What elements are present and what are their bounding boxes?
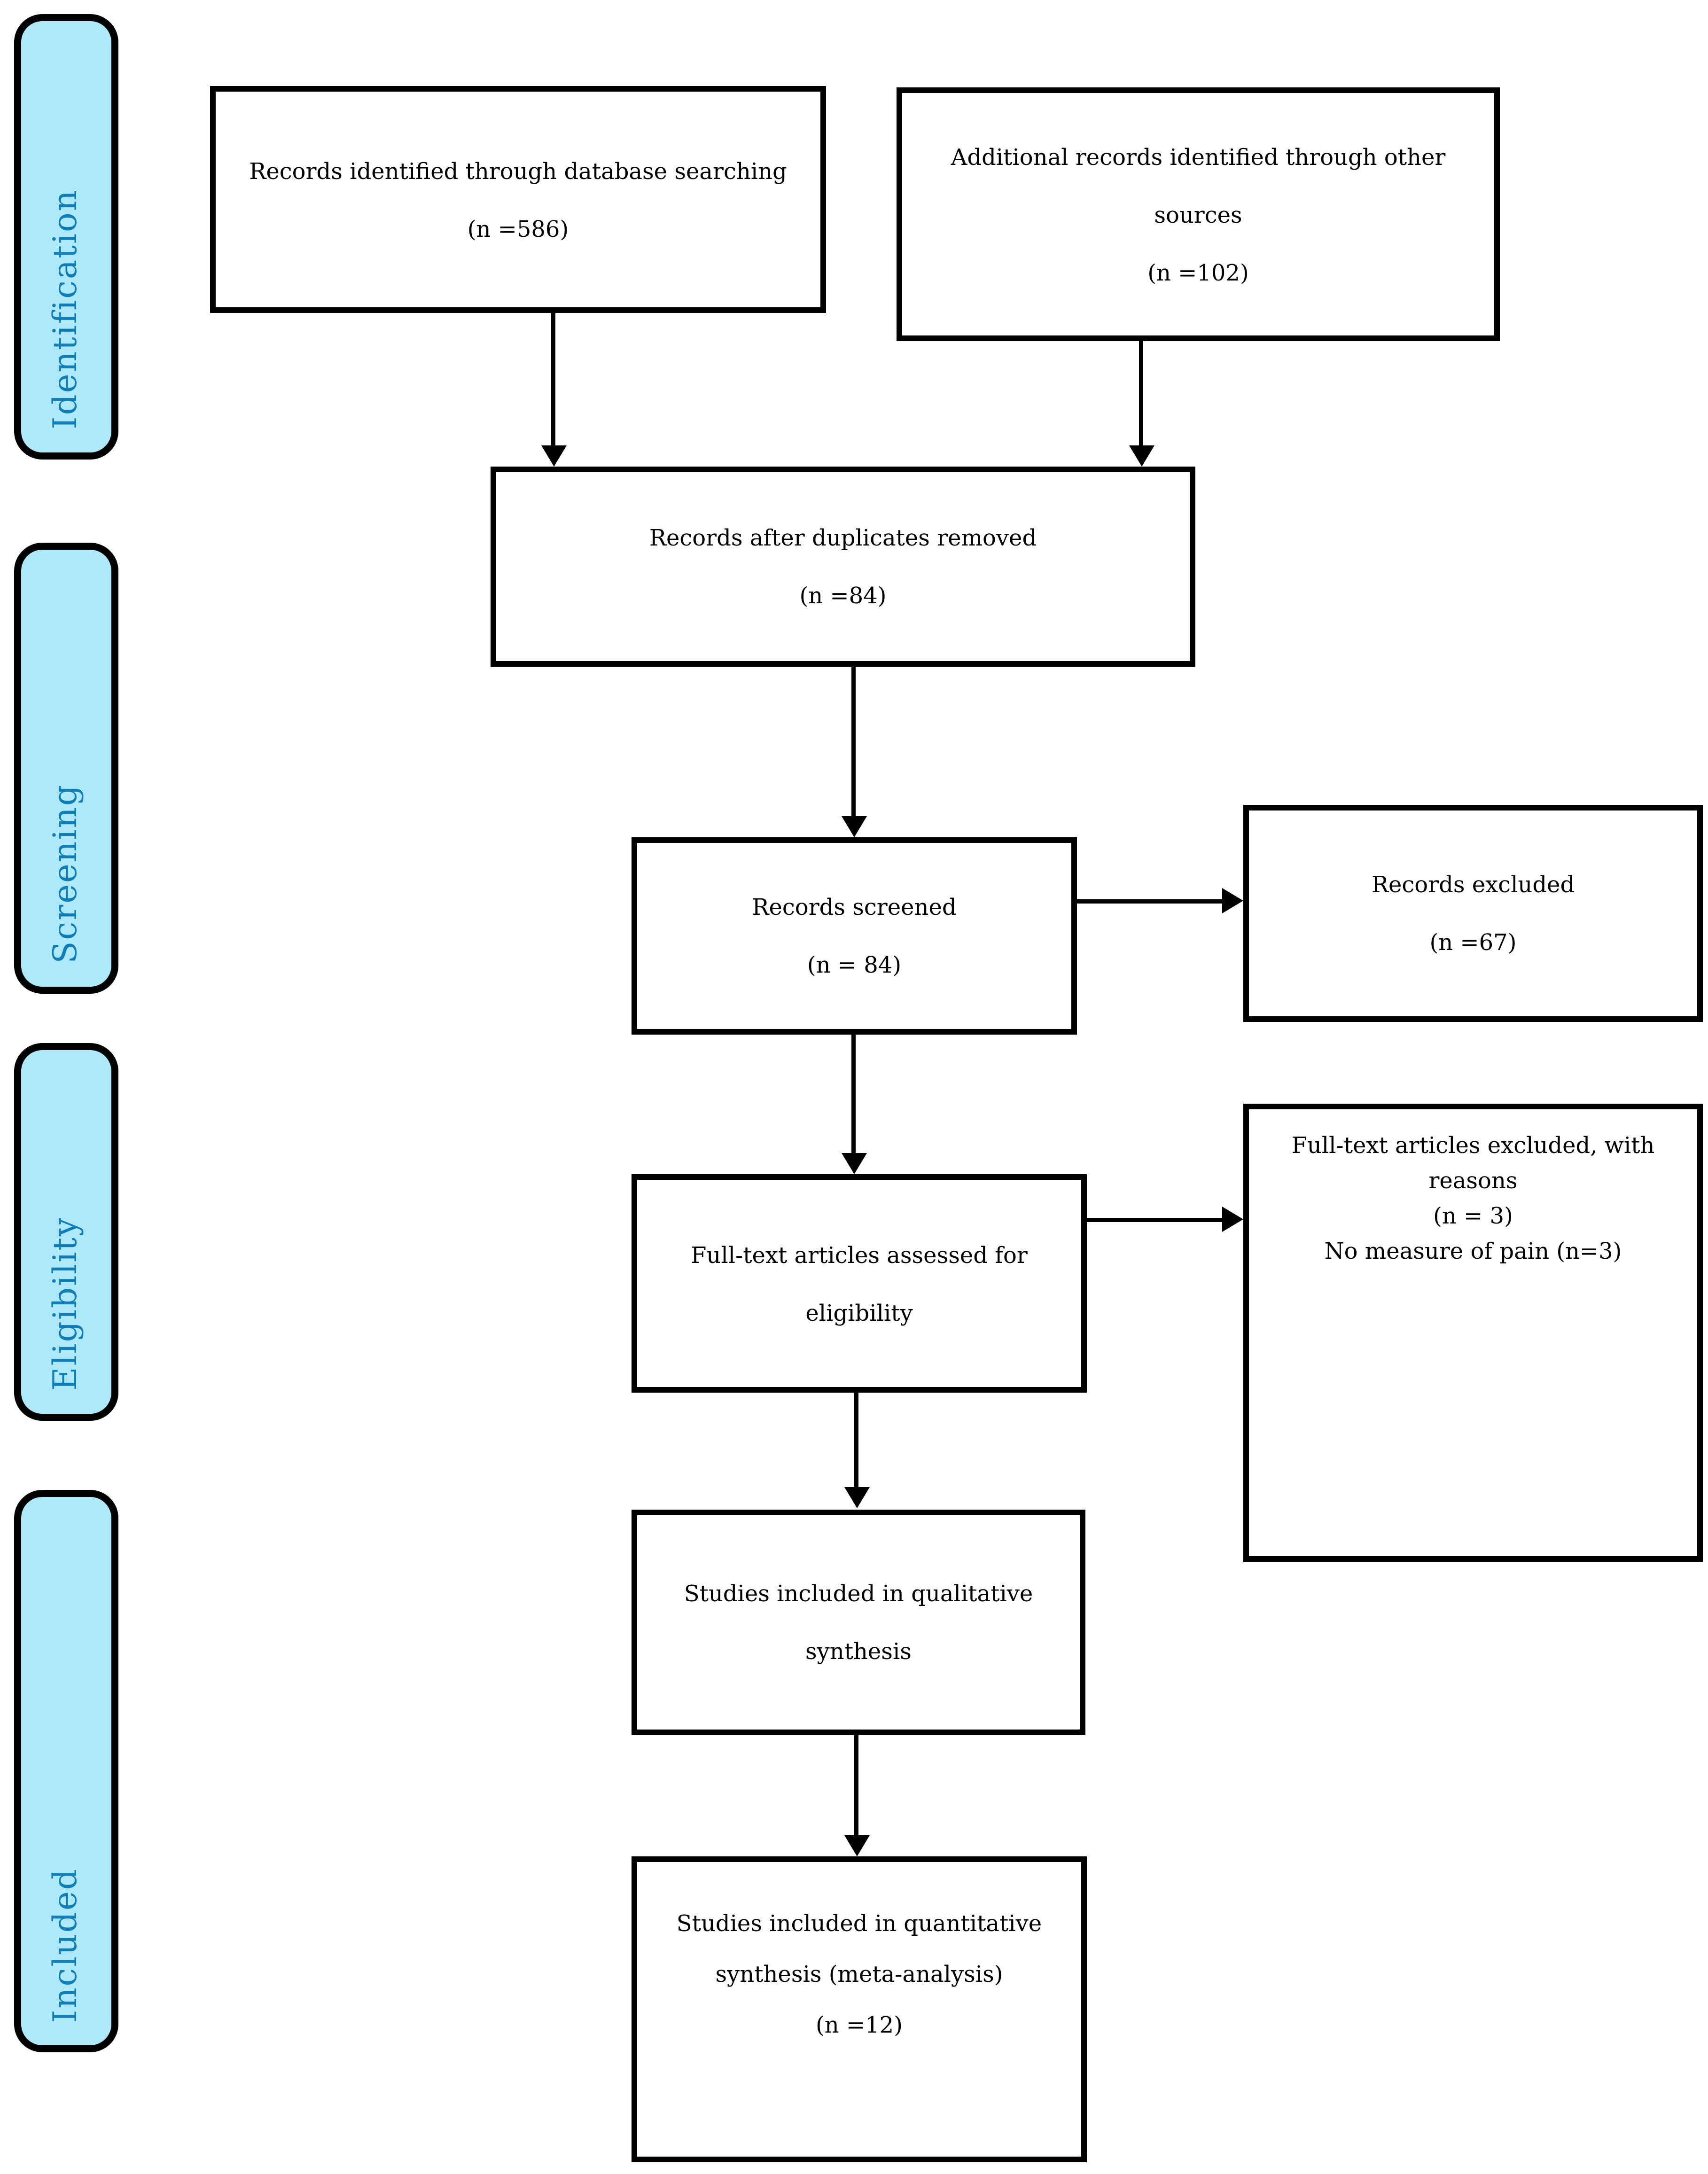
box-line: (n =12)	[816, 2011, 903, 2038]
arrow-fulltext-to-qualitative	[854, 1390, 858, 1488]
box-records-excluded: Records excluded (n =67)	[1243, 805, 1703, 1022]
box-line: (n =67)	[1429, 929, 1517, 956]
arrowhead-right-icon	[1222, 1207, 1243, 1232]
box-line: eligibility	[805, 1299, 913, 1326]
arrowhead-down-icon	[1129, 445, 1154, 467]
box-line: Records identified through database sear…	[249, 157, 787, 184]
box-line: Full-text articles excluded, with	[1291, 1132, 1655, 1159]
stage-label-screening: Screening	[14, 543, 118, 994]
stage-label-eligibility-text: Eligibility	[48, 1217, 85, 1391]
box-records-screened: Records screened (n = 84)	[632, 837, 1077, 1035]
arrowhead-down-icon	[844, 1487, 870, 1508]
arrowhead-down-icon	[844, 1835, 870, 1856]
box-line: Full-text articles assessed for	[691, 1241, 1028, 1268]
box-fulltext-excluded: Full-text articles excluded, with reason…	[1243, 1104, 1703, 1562]
stage-label-eligibility: Eligibility	[14, 1043, 118, 1421]
box-line: (n =84)	[799, 582, 887, 609]
arrowhead-down-icon	[541, 445, 567, 467]
arrowhead-down-icon	[842, 1153, 867, 1174]
box-line: synthesis	[805, 1638, 912, 1665]
stage-label-identification-text: Identification	[48, 189, 85, 430]
box-line: Records screened	[752, 894, 957, 920]
box-line: reasons	[1428, 1167, 1518, 1194]
stage-label-identification: Identification	[14, 14, 118, 460]
arrow-duplicates-to-screened	[851, 667, 856, 818]
arrow-additional-to-duplicates	[1139, 338, 1143, 447]
arrow-screened-to-excluded	[1074, 899, 1222, 904]
box-quantitative-synthesis: Studies included in quantitative synthes…	[632, 1856, 1087, 2162]
stage-label-included-text: Included	[48, 1867, 85, 2023]
box-line: Records excluded	[1371, 871, 1575, 898]
box-line: (n = 84)	[807, 951, 902, 978]
arrowhead-down-icon	[842, 816, 867, 837]
box-line: (n =102)	[1147, 258, 1249, 286]
arrow-fulltext-to-excluded	[1084, 1218, 1222, 1222]
box-line: synthesis (meta-analysis)	[715, 1961, 1003, 1987]
arrow-qualitative-to-quantitative	[854, 1732, 858, 1837]
box-additional-records: Additional records identified through ot…	[897, 87, 1500, 341]
stage-label-included: Included	[14, 1490, 118, 2052]
box-line: Studies included in qualitative	[684, 1580, 1033, 1607]
arrowhead-right-icon	[1222, 888, 1243, 913]
box-duplicates-removed: Records after duplicates removed (n =84)	[491, 467, 1195, 667]
box-records-identified: Records identified through database sear…	[210, 86, 826, 313]
arrow-screened-to-fulltext	[851, 1032, 856, 1154]
box-qualitative-synthesis: Studies included in qualitative synthesi…	[632, 1510, 1085, 1735]
box-line: Records after duplicates removed	[649, 524, 1037, 551]
arrow-identified-to-duplicates	[551, 310, 555, 447]
box-line: Studies included in quantitative	[676, 1910, 1042, 1937]
box-line: Additional records identified through ot…	[951, 143, 1446, 170]
box-fulltext-assessed: Full-text articles assessed for eligibil…	[632, 1174, 1087, 1393]
box-line: (n = 3)	[1433, 1202, 1513, 1229]
box-line: No measure of pain (n=3)	[1324, 1238, 1622, 1264]
stage-label-screening-text: Screening	[48, 784, 85, 964]
box-line: sources	[1154, 201, 1242, 228]
box-line: (n =586)	[467, 215, 569, 242]
